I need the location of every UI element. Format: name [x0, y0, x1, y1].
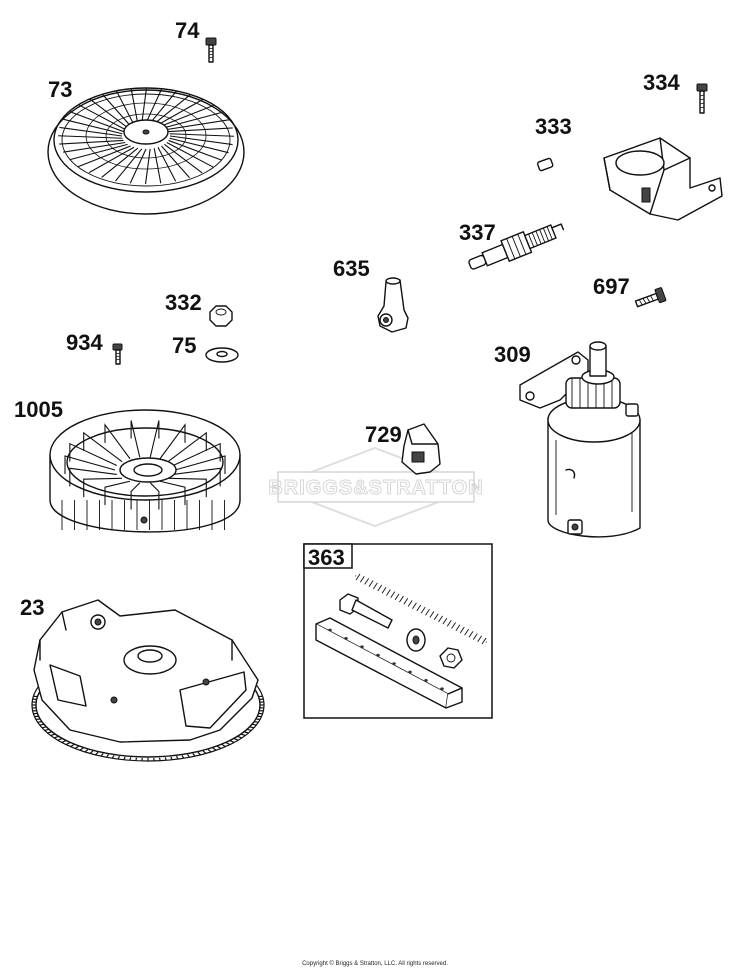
copyright-notice: Copyright © Briggs & Stratton, LLC. All … — [302, 961, 448, 967]
part-75-washer[interactable]: 75 — [172, 333, 239, 363]
part-334-screw[interactable]: 334 — [643, 70, 708, 114]
electric-starter-motor-icon — [519, 341, 641, 538]
mounting-kit-icon — [315, 573, 487, 709]
part-label-334: 334 — [643, 70, 680, 95]
part-1005-flywheel-fan[interactable]: 1005 — [14, 397, 241, 533]
part-label-23: 23 — [20, 595, 44, 620]
part-934-screw[interactable]: 934 — [66, 330, 123, 365]
screw-icon — [112, 343, 123, 365]
screw-icon — [696, 83, 708, 114]
part-333-ignition-armature[interactable]: 333 — [535, 101, 723, 221]
part-label-1005: 1005 — [14, 397, 63, 422]
part-635-spark-plug-boot[interactable]: 635 — [333, 256, 409, 333]
flywheel-ring-gear-icon — [31, 599, 265, 762]
part-label-75: 75 — [172, 333, 196, 358]
washer-icon — [205, 347, 239, 363]
part-label-332: 332 — [165, 290, 202, 315]
part-309-starter-motor[interactable]: 309 — [494, 341, 641, 538]
part-363-mounting-kit[interactable]: 363 — [303, 543, 493, 719]
flywheel-fan-icon — [49, 409, 241, 533]
part-73-blower-grille[interactable]: 73 — [47, 77, 245, 215]
blower-housing-grille-icon — [47, 87, 245, 215]
part-label-74: 74 — [175, 18, 200, 43]
part-label-363: 363 — [308, 545, 345, 570]
part-74-screw[interactable]: 74 — [175, 18, 217, 63]
part-label-635: 635 — [333, 256, 370, 281]
part-337-spark-plug[interactable]: 337 — [459, 218, 567, 276]
ignition-armature-icon — [536, 101, 723, 221]
part-label-729: 729 — [365, 422, 402, 447]
spark-plug-icon — [468, 223, 565, 270]
hex-nut-icon — [209, 305, 233, 327]
briggs-stratton-watermark: BRIGGS&STRATTON — [268, 446, 483, 528]
watermark-text: BRIGGS&STRATTON — [268, 477, 483, 499]
screw-icon — [205, 37, 217, 63]
kit-frame — [303, 543, 493, 719]
part-label-934: 934 — [66, 330, 103, 355]
spark-plug-boot-icon — [377, 277, 409, 333]
part-label-333: 333 — [535, 114, 572, 139]
kit-label-box — [303, 543, 353, 569]
terminal-clip-icon — [401, 423, 441, 475]
part-label-309: 309 — [494, 342, 531, 367]
part-23-flywheel[interactable]: 23 — [20, 595, 265, 762]
screw-icon — [634, 287, 667, 308]
part-label-697: 697 — [593, 274, 630, 299]
part-729-terminal-clip[interactable]: 729 — [365, 422, 441, 475]
part-label-73: 73 — [48, 77, 72, 102]
part-697-screw[interactable]: 697 — [593, 274, 667, 310]
part-332-hex-nut[interactable]: 332 — [165, 290, 233, 327]
part-label-337: 337 — [459, 220, 496, 245]
